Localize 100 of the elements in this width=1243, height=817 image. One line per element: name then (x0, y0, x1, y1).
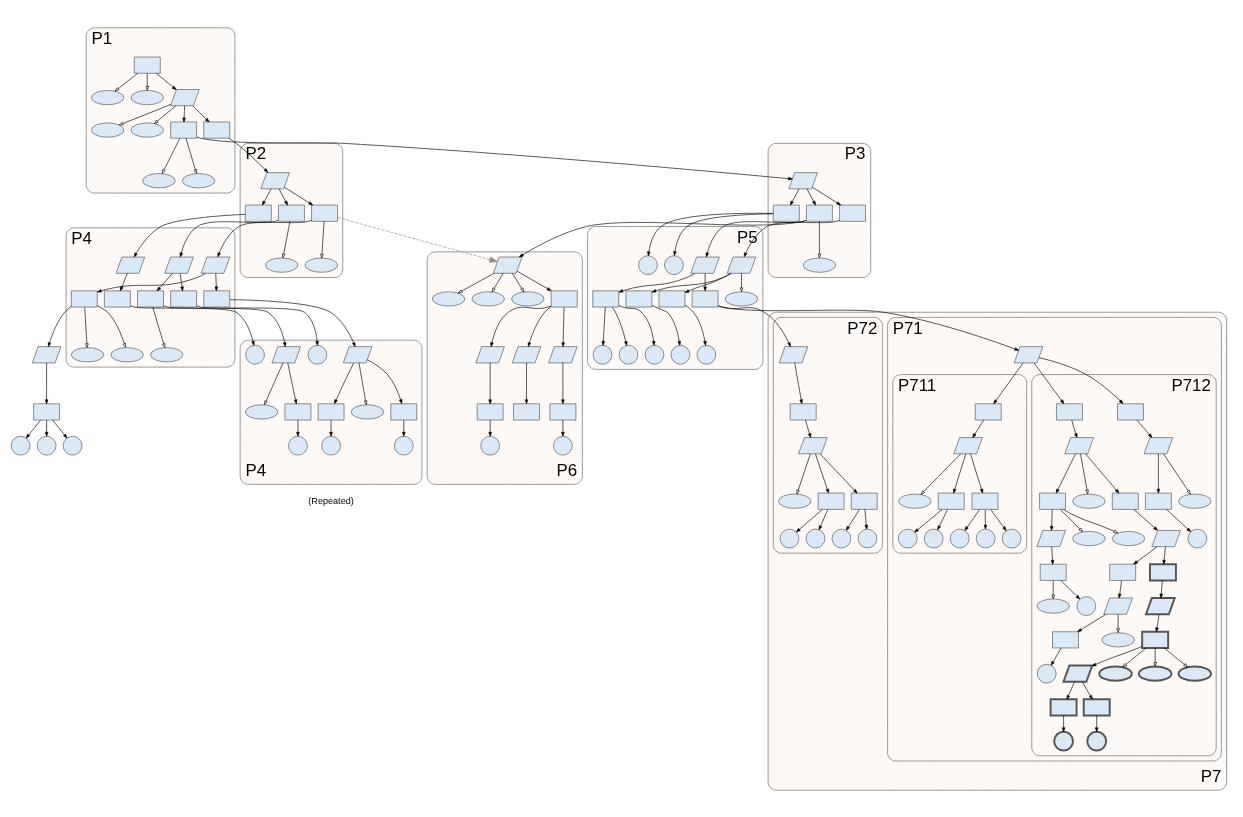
arrow (488, 362, 492, 404)
node-parallelogram (778, 345, 809, 363)
arrow (1164, 647, 1188, 667)
arrow (402, 419, 406, 436)
node-ellipse (70, 346, 105, 362)
node-ellipse (142, 172, 176, 188)
arrow (983, 508, 988, 529)
node-circle (1001, 528, 1022, 548)
arrow (953, 453, 967, 493)
arrow (156, 72, 177, 90)
arrow (618, 272, 696, 292)
node-circle (36, 435, 57, 455)
node-parallelogram (115, 256, 146, 274)
node-box (691, 290, 719, 307)
arrow (1061, 714, 1066, 732)
node-box (203, 290, 231, 307)
arrow (114, 72, 138, 91)
cluster: P2 (239, 142, 344, 278)
arrow (491, 272, 504, 292)
arrow (264, 362, 284, 405)
node-circle (857, 528, 878, 548)
arrow (490, 305, 552, 347)
node-box (1149, 562, 1177, 581)
arrow (1051, 579, 1055, 599)
arrow (488, 419, 492, 436)
node-box (390, 402, 418, 420)
node-parallelogram (475, 345, 505, 363)
node-box (974, 402, 1002, 420)
arrow (990, 508, 1007, 531)
node-box (1056, 402, 1083, 420)
node-label: (Repeated) (308, 495, 354, 506)
arrow (320, 220, 325, 258)
arrow (284, 186, 313, 205)
arrow (717, 305, 1020, 351)
node-parallelogram (726, 256, 757, 274)
arrow (130, 305, 255, 346)
node-ellipse (1137, 665, 1173, 682)
arrow (1085, 453, 1120, 493)
node-circle (618, 344, 639, 364)
arrow (1060, 579, 1081, 599)
node-box (658, 290, 686, 307)
node-box (1111, 492, 1139, 510)
arrow (1163, 453, 1191, 494)
node-parallelogram (31, 345, 62, 363)
node-box (1052, 630, 1079, 648)
arrow (519, 219, 807, 257)
arrow (358, 362, 368, 405)
arrow (805, 419, 812, 438)
arrow (1136, 419, 1153, 438)
arrow (217, 219, 312, 257)
node-circle (480, 435, 500, 455)
arrow (796, 508, 823, 532)
arrow (84, 306, 89, 348)
node-ellipse (130, 89, 164, 105)
node-circle (923, 528, 944, 548)
arrow (512, 272, 525, 292)
node-box (476, 402, 504, 420)
node-box (311, 204, 338, 222)
node-circle (245, 344, 265, 364)
arrow (179, 272, 184, 291)
arrow (1077, 613, 1107, 632)
arrow (334, 362, 355, 404)
node-parallelogram (170, 88, 200, 106)
arrow (964, 508, 980, 531)
node-parallelogram (493, 256, 523, 274)
arrow (561, 362, 565, 404)
node-ellipse (245, 403, 279, 419)
arrow (1095, 714, 1099, 732)
arrow (296, 419, 300, 436)
arrow (214, 272, 218, 291)
node-ellipse (1101, 631, 1135, 647)
arrow (806, 188, 816, 205)
arrow (1122, 647, 1147, 667)
node-box (284, 402, 312, 420)
arrow (196, 305, 319, 346)
arrow (815, 453, 829, 493)
arrow (673, 213, 774, 256)
arrow (527, 305, 552, 347)
node-box (850, 492, 878, 510)
arrow (817, 220, 822, 258)
arrow (812, 186, 841, 205)
arrow (1133, 545, 1158, 564)
node-parallelogram (1151, 529, 1181, 547)
node-circle (644, 344, 665, 364)
arrow (743, 219, 840, 257)
arrow (163, 305, 287, 347)
arrow (337, 216, 498, 263)
node-parallelogram (1064, 436, 1094, 454)
node-circle (1086, 730, 1108, 752)
node-box (971, 492, 999, 510)
arrow (651, 304, 681, 346)
arrow (229, 298, 356, 347)
node-box (317, 402, 345, 420)
node-box (170, 121, 197, 138)
node-box (245, 204, 272, 222)
node-box (1082, 697, 1111, 716)
node-parallelogram (1036, 529, 1066, 547)
node-parallelogram (1144, 596, 1177, 615)
arrow (1038, 356, 1124, 404)
arrow (1055, 453, 1076, 493)
